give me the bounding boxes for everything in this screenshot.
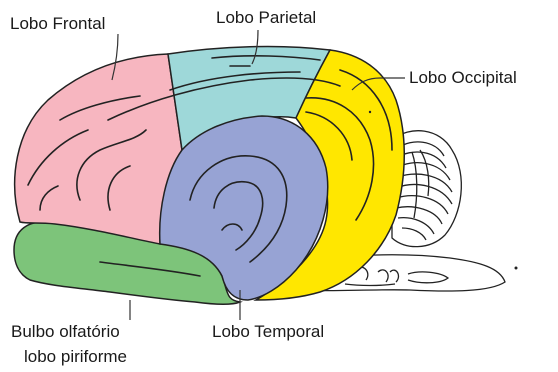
- frontal-lobe-region: [15, 54, 182, 244]
- occipital-lobe-label: Lobo Occipital: [409, 68, 517, 88]
- dot-marker-2: [369, 111, 371, 113]
- dot-marker: [515, 267, 518, 270]
- frontal-lobe-label: Lobo Frontal: [10, 14, 105, 34]
- temporal-lobe-label: Lobo Temporal: [212, 322, 324, 342]
- olfactory-bulb-label: Bulbo olfatório: [11, 322, 120, 342]
- piriform-lobe-label: lobo piriforme: [24, 347, 127, 367]
- parietal-lobe-label: Lobo Parietal: [216, 8, 316, 28]
